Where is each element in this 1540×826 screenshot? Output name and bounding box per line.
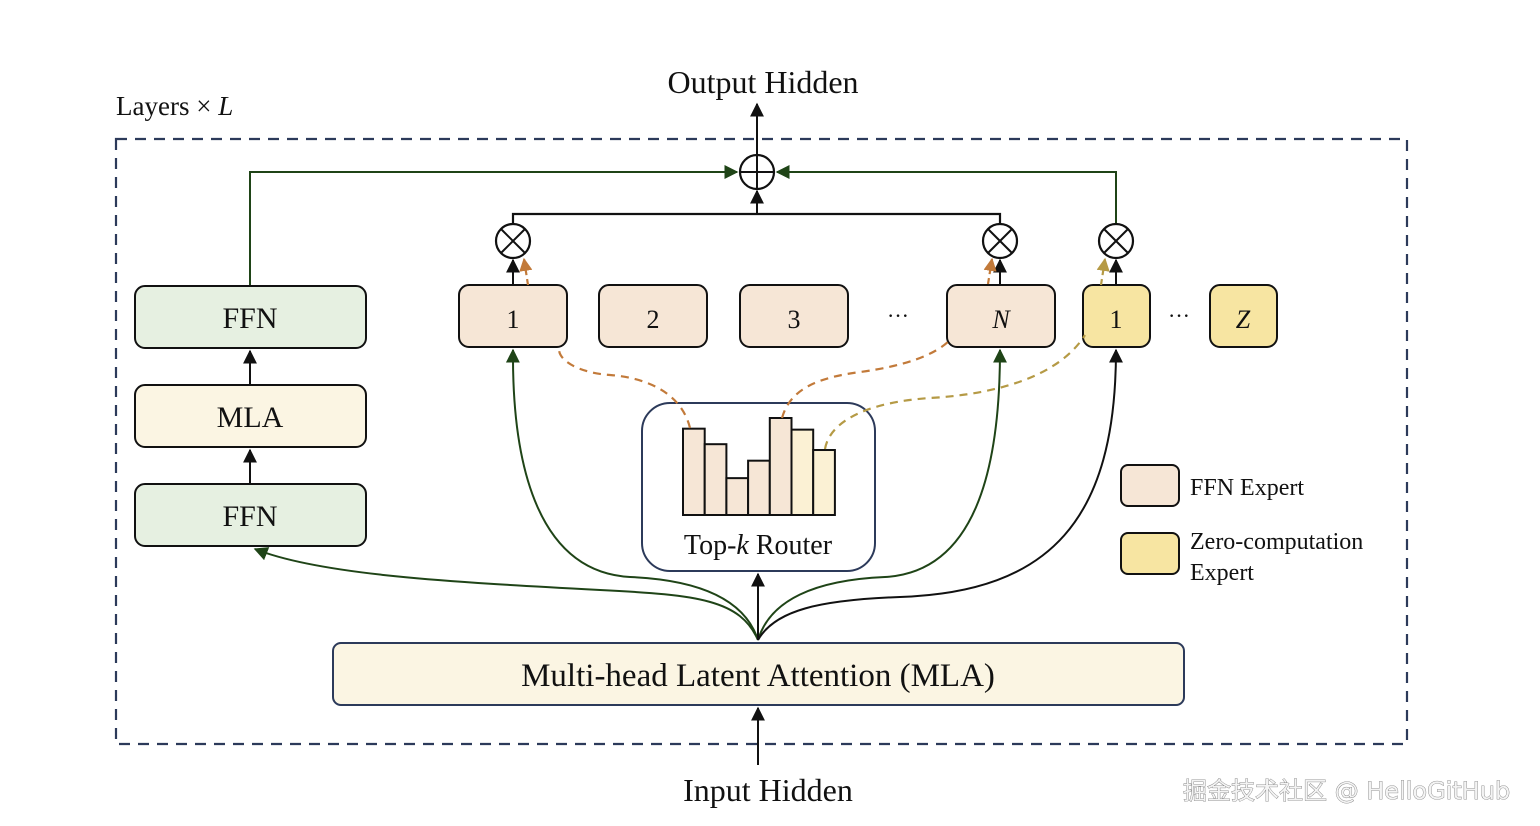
left-ffn-bottom-box: FFN [134,483,367,547]
legend-swatch-ffn [1120,464,1180,507]
input-to-expert-1-curve [505,348,759,641]
mla-main-label: Multi-head Latent Attention (MLA) [521,658,995,694]
zero-experts-ellipsis: ··· [1168,303,1190,328]
route-line-expert-1 [557,345,692,429]
layers-prefix: Layers × [116,91,218,121]
ffn-experts-ellipsis: ··· [887,303,909,328]
watermark: 掘金技术社区 @ HelloGitHub [1183,777,1510,805]
zero-expert-1: 1 [1082,284,1151,348]
ffn-expert-3: 3 [739,284,849,348]
sum-node-icon [738,153,776,191]
router-bar-3 [725,477,750,517]
zero-expert-Z: Z [1209,284,1278,348]
router-label-k: k [736,530,749,561]
shared-ffn-residual-line [249,165,739,285]
zero-expert-output-line [775,165,1117,224]
router-score-bars [682,417,836,517]
input-to-expert-n-curve [757,348,1007,641]
route-arrow-expert-1 [519,257,533,286]
ffn-expert-N: N [946,284,1056,348]
ffn-expert-label: 2 [647,305,660,334]
output-hidden-label: Output Hidden [667,64,858,100]
zero-expert-label: Z [1236,305,1251,334]
router-bar-4 [747,459,771,516]
input-hidden-label: Input Hidden [683,772,853,808]
ffn-expert-label: 1 [507,305,520,334]
mla-main-box [332,642,1185,706]
left-ffn-bottom-label: FFN [222,500,277,533]
legend-label-zero: Zero-computation [1190,529,1363,555]
legend-swatch-zero [1120,532,1180,575]
legend: FFN Expert Zero-computation Expert [1120,464,1363,586]
multiply-node-icon [494,222,532,260]
router-bar-7 [812,449,836,517]
router-label-prefix: Top- [684,530,736,561]
layers-variable: L [217,91,233,121]
left-ffn-top-box: FFN [134,285,367,349]
ffn-expert-label: 3 [788,305,801,334]
input-to-left-ffn-curve [253,547,759,641]
route-line-expert-n [780,339,951,419]
router-label-suffix: Router [749,530,833,561]
left-mla-box: MLA [134,384,367,448]
route-arrow-expert-n [983,257,997,285]
left-mla-label: MLA [217,401,284,434]
ffn-expert-label: N [991,305,1011,334]
router-bar-2 [703,443,728,516]
route-line-zero-1 [823,334,1086,450]
ffn-expert-1: 1 [458,284,568,348]
route-arrow-zero-1 [1096,257,1110,286]
legend-label-zero-line2: Expert [1190,560,1254,586]
router-bar-6 [790,428,815,517]
router-bar-5 [768,417,793,516]
expert-output-bus [511,212,1002,224]
legend-label-ffn: FFN Expert [1190,475,1304,501]
router-bar-1 [682,427,706,517]
multiply-node-icon [1097,222,1135,260]
zero-expert-label: 1 [1110,305,1123,334]
layers-label: Layers × L [116,91,233,121]
multiply-node-icon [981,222,1019,260]
input-to-zero-1-curve [757,348,1123,641]
router-label: Top-k Router [684,530,833,561]
left-ffn-top-label: FFN [222,302,277,335]
ffn-expert-2: 2 [598,284,708,348]
